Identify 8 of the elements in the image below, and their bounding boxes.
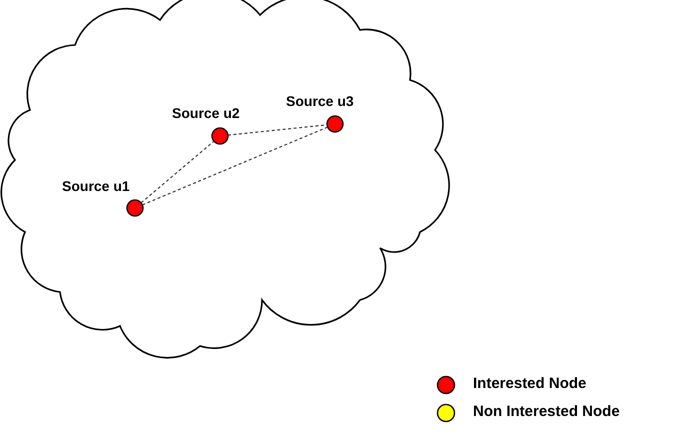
dashed-line [228,124,328,136]
legend-label: Interested Node [473,375,586,392]
legend-label: Non Interested Node [473,403,620,420]
node-label: Source u3 [286,93,354,109]
dashed-line [142,126,328,206]
dashed-line [140,140,214,204]
node-label: Source u2 [172,105,240,121]
node-label: Source u1 [62,178,130,194]
